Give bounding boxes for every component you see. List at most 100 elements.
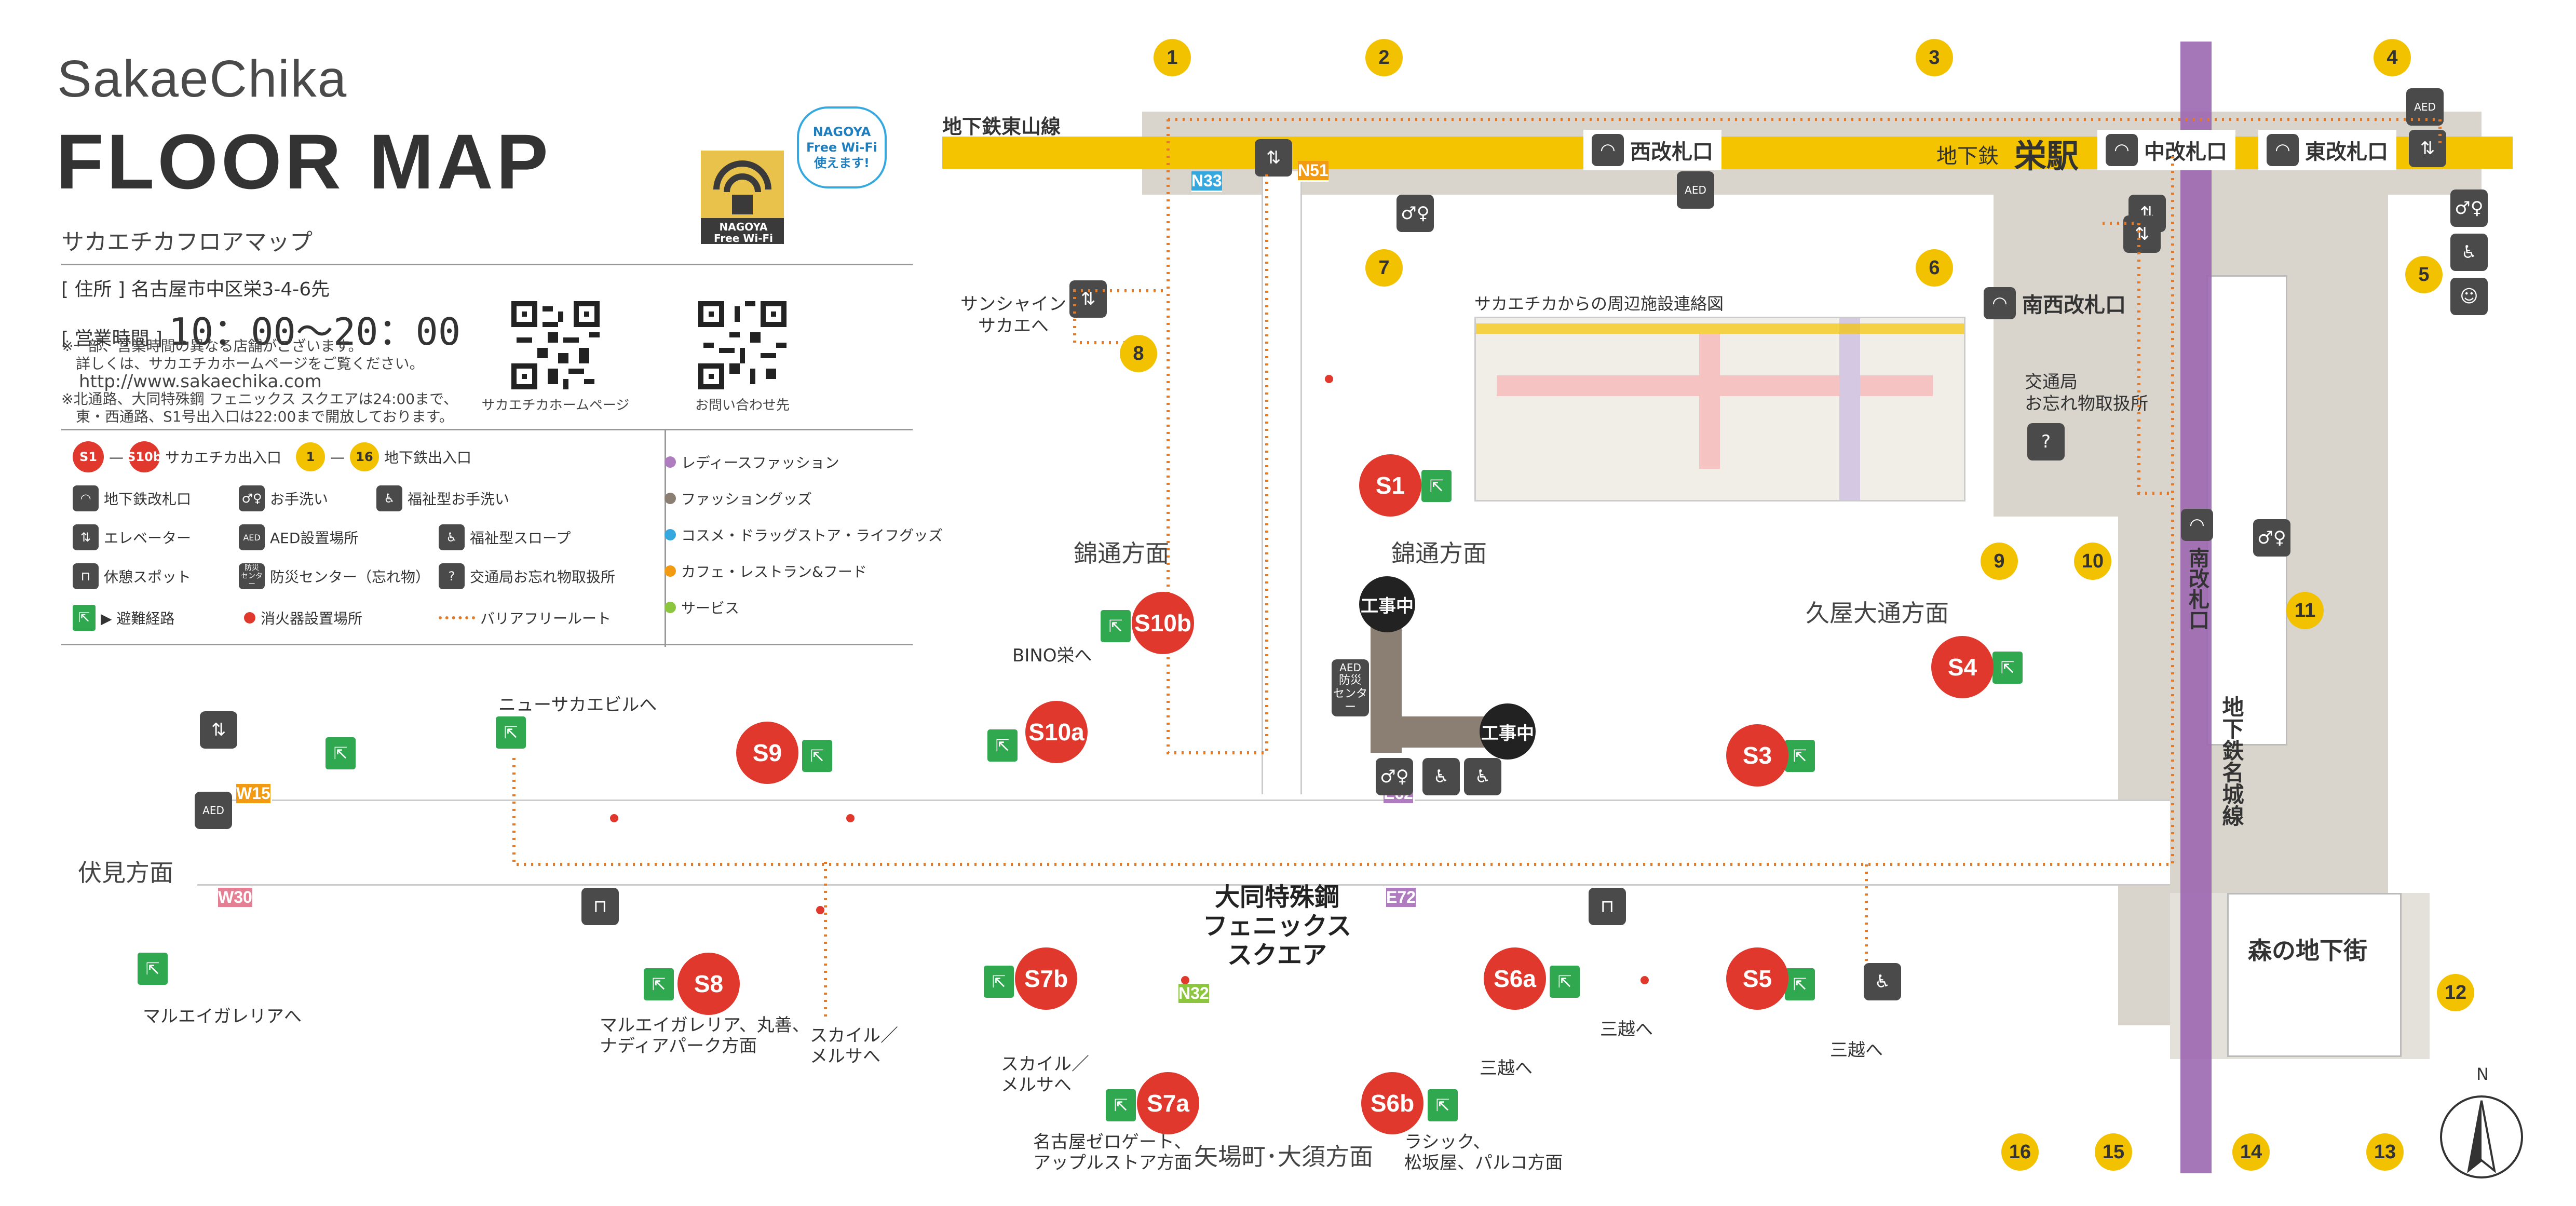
- subway-exit-2[interactable]: 2: [1365, 39, 1403, 76]
- exit-s3[interactable]: S3: [1726, 724, 1788, 787]
- subway-exit-badge-icon: 1: [296, 442, 325, 471]
- elevator-icon[interactable]: ⇅: [2409, 130, 2446, 167]
- shop-n51[interactable]: N51: [1298, 161, 1328, 182]
- meijo-line: [2180, 42, 2212, 1173]
- evacuation-icon: ⇱: [1421, 470, 1452, 502]
- subway-exit-16[interactable]: 16: [2001, 1133, 2039, 1171]
- qr-contact[interactable]: [698, 301, 787, 389]
- skyle-label: スカイル／ メルサへ: [810, 1025, 898, 1067]
- exit-s6a[interactable]: S6a: [1484, 947, 1546, 1010]
- legend-item-fire: 消火器設置場所: [244, 607, 362, 628]
- brand-logo: SakaeChika: [57, 50, 348, 108]
- higashiyama-line-label: 地下鉄東山線: [942, 115, 1061, 138]
- accessible-slope-icon[interactable]: ♿: [1864, 963, 1901, 1000]
- exit-s7a[interactable]: S7a: [1137, 1072, 1199, 1134]
- rest-spot-icon[interactable]: ⊓: [581, 888, 619, 925]
- exit-s6b[interactable]: S6b: [1361, 1072, 1423, 1134]
- shop-n32[interactable]: N32: [1178, 984, 1211, 1003]
- lost-property-office: 交通局 お忘れ物取扱所: [2025, 372, 2148, 414]
- east-gate[interactable]: ◠東改札口: [2258, 130, 2396, 170]
- construction-marker: 工事中: [1480, 703, 1536, 760]
- fashion-goods-icon: [665, 493, 676, 504]
- disaster-center-icon: 防災 センター: [239, 563, 265, 589]
- mitsukoshi-label: 三越へ: [1480, 1058, 1533, 1079]
- subway-exit-15[interactable]: 15: [2095, 1133, 2132, 1171]
- exit-s8[interactable]: S8: [677, 953, 740, 1015]
- subway-exit-3[interactable]: 3: [1916, 39, 1953, 76]
- phoenix-square-label: 大同特殊鋼 フェニックス スクエア: [1202, 883, 1352, 970]
- exit-s1[interactable]: S1: [1359, 454, 1421, 517]
- subway-exit-9[interactable]: 9: [1981, 543, 2018, 580]
- shop-n33[interactable]: N33: [1191, 171, 1222, 192]
- legend-label: エレベーター: [104, 530, 192, 547]
- restroom-icon[interactable]: ♂♀: [2450, 189, 2488, 227]
- direction-fushimi: 伏見方面: [78, 859, 173, 887]
- fire-extinguisher-icon: [244, 612, 255, 624]
- bino-label: BINO栄へ: [1012, 645, 1092, 666]
- subway-exit-14[interactable]: 14: [2232, 1133, 2270, 1171]
- exit-s10b[interactable]: S10b: [1132, 592, 1194, 654]
- subway-exit-13[interactable]: 13: [2366, 1133, 2404, 1171]
- subway-exit-12[interactable]: 12: [2437, 974, 2474, 1011]
- restroom-icon[interactable]: ♂♀: [2253, 519, 2290, 557]
- exit-s5[interactable]: S5: [1726, 947, 1788, 1010]
- accessible-restroom-icon[interactable]: ♿: [1422, 758, 1460, 795]
- southwest-gate[interactable]: ◠南西改札口: [1975, 283, 2134, 323]
- subway-exit-11[interactable]: 11: [2286, 592, 2324, 629]
- notes: ※一部、営業時間の異なる店舗がございます。 詳しくは、サカエチカホームページをご…: [61, 337, 518, 426]
- exit-s4[interactable]: S4: [1931, 636, 1994, 698]
- legend-item-accessible-restroom: ♿福祉型お手洗い: [376, 485, 509, 511]
- lost-property-icon[interactable]: ?: [2027, 423, 2065, 460]
- restroom-icon[interactable]: ♂♀: [1397, 195, 1434, 232]
- west-gate[interactable]: ◠西改札口: [1583, 130, 1721, 170]
- south-gate[interactable]: ◠南改札口: [2173, 509, 2221, 630]
- legend-label: 休憩スポット: [104, 568, 192, 586]
- subway-exit-1[interactable]: 1: [1154, 39, 1191, 76]
- sunshine-label: サンシャイン サカエへ: [960, 294, 1066, 336]
- hours: [ 営業時間 ] 10：00～20：00: [61, 301, 460, 356]
- subway-exit-10[interactable]: 10: [2074, 543, 2111, 580]
- rest-spot-icon: ⊓: [73, 563, 99, 589]
- subway-exit-4[interactable]: 4: [2374, 39, 2411, 76]
- qr-home[interactable]: [511, 301, 600, 389]
- page-subtitle: サカエチカフロアマップ: [61, 229, 313, 255]
- shop-e72[interactable]: E72: [1386, 888, 1417, 907]
- note-line[interactable]: http://www.sakaechika.com: [61, 371, 322, 392]
- exit-s7b[interactable]: S7b: [1015, 947, 1077, 1010]
- subway-exit-8[interactable]: 8: [1120, 335, 1157, 372]
- hours-value: 10：00～20：00: [168, 310, 461, 354]
- restroom-icon[interactable]: ♂♀: [1376, 758, 1413, 795]
- elevator-icon[interactable]: ⇅: [200, 711, 237, 749]
- baby-room-icon[interactable]: ☺: [2450, 278, 2488, 315]
- exit-s9[interactable]: S9: [736, 722, 798, 784]
- rest-spot-icon[interactable]: ⊓: [1589, 888, 1626, 925]
- elevator-icon[interactable]: ⇅: [1255, 139, 1292, 177]
- sakae-station-prefix: 地下鉄: [1936, 144, 1999, 168]
- legend-label: バリアフリールート: [480, 610, 612, 627]
- exit-s10a[interactable]: S10a: [1025, 701, 1088, 763]
- subway-exit-7[interactable]: 7: [1365, 249, 1403, 287]
- elevator-icon[interactable]: ⇅: [2123, 215, 2161, 253]
- west-upper-shops: W01W02W03W04W05W06W07W08W09W10W11W12W13W…: [236, 784, 1171, 844]
- aed-icon[interactable]: AED: [1677, 171, 1714, 209]
- north-arrow-icon: [2440, 1095, 2523, 1178]
- zerogate-label: 名古屋ゼロゲート、 アップルストア方面: [1033, 1132, 1192, 1173]
- elevator-icon: ⇅: [73, 524, 99, 550]
- construction-marker: 工事中: [1359, 576, 1415, 632]
- shop-w30[interactable]: W30: [218, 888, 254, 907]
- subway-exit-5[interactable]: 5: [2405, 256, 2443, 293]
- accessible-restroom-icon[interactable]: ♿: [2450, 234, 2488, 271]
- shop-w15[interactable]: W15: [236, 784, 272, 803]
- new-sakae-label: ニューサカエビルへ: [498, 695, 657, 715]
- middle-gate[interactable]: ◠中改札口: [2097, 130, 2235, 170]
- accessible-restroom-icon[interactable]: ♿: [1464, 758, 1501, 795]
- subway-exit-6[interactable]: 6: [1916, 249, 1953, 287]
- fire-extinguisher-icon: [610, 814, 618, 822]
- legend-label: AED設置場所: [270, 530, 359, 547]
- aed-icon[interactable]: AED: [195, 792, 232, 829]
- qr-home-caption: サカエチカホームページ: [481, 398, 630, 413]
- wifi-badge-icon: [701, 151, 784, 244]
